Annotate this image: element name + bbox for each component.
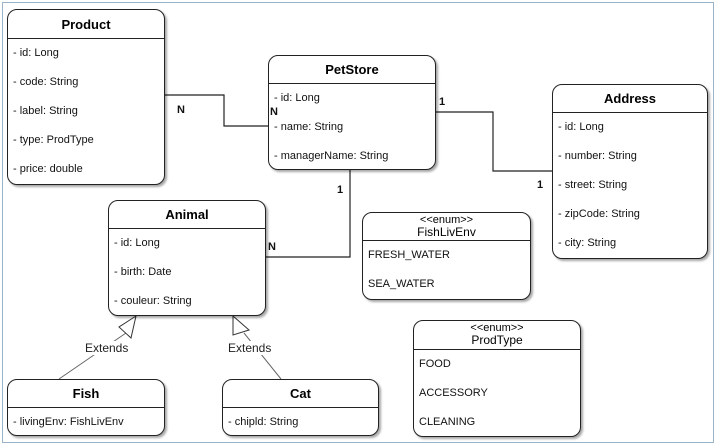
diagram-frame [2, 2, 714, 443]
petstore-attr-name: - name: String [274, 121, 344, 133]
product-attr-label: - label: String [13, 105, 78, 117]
animal-class-name: Animal [109, 201, 265, 229]
cat-extends-label: Extends [227, 341, 273, 355]
prodtype-enum-name: ProdType [471, 333, 523, 347]
fishlivenv-value-sea-water: SEA_WATER [368, 278, 435, 290]
cat-generalization-line[interactable] [243, 332, 282, 380]
product-attr-type: - type: ProdType [13, 134, 94, 146]
address-class[interactable]: Address - id: Long - number: String - st… [552, 84, 708, 259]
fish-generalization-arrowhead [118, 314, 137, 339]
animal-attr-couleur: - couleur: String [114, 295, 192, 307]
product-class[interactable]: Product - id: Long - code: String - labe… [7, 9, 165, 185]
fish-generalization-line[interactable] [58, 332, 127, 380]
fishlivenv-enum-header: <<enum>> FishLivEnv [363, 213, 530, 241]
address-class-name: Address [553, 85, 707, 113]
fishlivenv-value-fresh-water: FRESH_WATER [368, 249, 450, 261]
petstore-animal-connector[interactable] [266, 170, 351, 258]
fish-extends-label: Extends [84, 341, 130, 355]
product-attr-price: - price: double [13, 163, 83, 175]
prodtype-enum-header: <<enum>> ProdType [414, 321, 580, 350]
product-class-name: Product [8, 10, 164, 39]
animal-class[interactable]: Animal - id: Long - birth: Date - couleu… [108, 200, 266, 316]
product-attr-id: - id: Long [13, 47, 59, 59]
prodtype-value-accessory: ACCESSORY [419, 387, 488, 399]
prodtype-value-cleaning: CLEANING [419, 416, 476, 428]
multiplicity-petstore-animal-side: 1 [337, 184, 344, 196]
fish-class-name: Fish [8, 380, 164, 408]
cat-class-name: Cat [223, 380, 378, 408]
prodtype-value-food: FOOD [419, 358, 451, 370]
fishlivenv-stereotype: <<enum>> [419, 213, 474, 226]
fish-attr-livingenv: - livingEnv: FishLivEnv [13, 416, 124, 428]
multiplicity-petstore-address-side: 1 [439, 96, 446, 108]
address-attr-zipcode: - zipCode: String [558, 208, 640, 220]
multiplicity-animal-side: N [268, 241, 276, 253]
fishlivenv-enum-name: FishLivEnv [417, 224, 476, 239]
animal-attr-birth: - birth: Date [114, 266, 172, 278]
cat-attr-chipld: - chipld: String [228, 416, 299, 428]
cat-generalization-arrowhead [232, 314, 251, 336]
petstore-class[interactable]: PetStore - id: Long - name: String - man… [268, 55, 436, 170]
address-attr-number: - number: String [558, 150, 637, 162]
prodtype-enum[interactable]: <<enum>> ProdType FOOD ACCESSORY CLEANIN… [413, 320, 581, 437]
multiplicity-petstore-product-side: N [270, 106, 278, 118]
petstore-class-name: PetStore [269, 56, 435, 84]
petstore-address-connector[interactable] [436, 111, 552, 172]
fishlivenv-enum[interactable]: <<enum>> FishLivEnv FRESH_WATER SEA_WATE… [362, 212, 531, 300]
address-attr-street: - street: String [558, 179, 628, 191]
product-petstore-connector[interactable] [165, 94, 268, 127]
fish-class[interactable]: Fish - livingEnv: FishLivEnv [7, 379, 165, 436]
petstore-attr-managername: - managerName: String [274, 150, 389, 162]
multiplicity-product-side: N [177, 104, 185, 116]
cat-class[interactable]: Cat - chipld: String [222, 379, 379, 436]
address-attr-id: - id: Long [558, 121, 604, 133]
address-attr-city: - city: String [558, 237, 617, 249]
petstore-attr-id: - id: Long [274, 92, 320, 104]
product-attr-code: - code: String [13, 76, 79, 88]
multiplicity-address-side: 1 [537, 179, 544, 191]
animal-attr-id: - id: Long [114, 237, 160, 249]
prodtype-stereotype: <<enum>> [470, 322, 524, 334]
